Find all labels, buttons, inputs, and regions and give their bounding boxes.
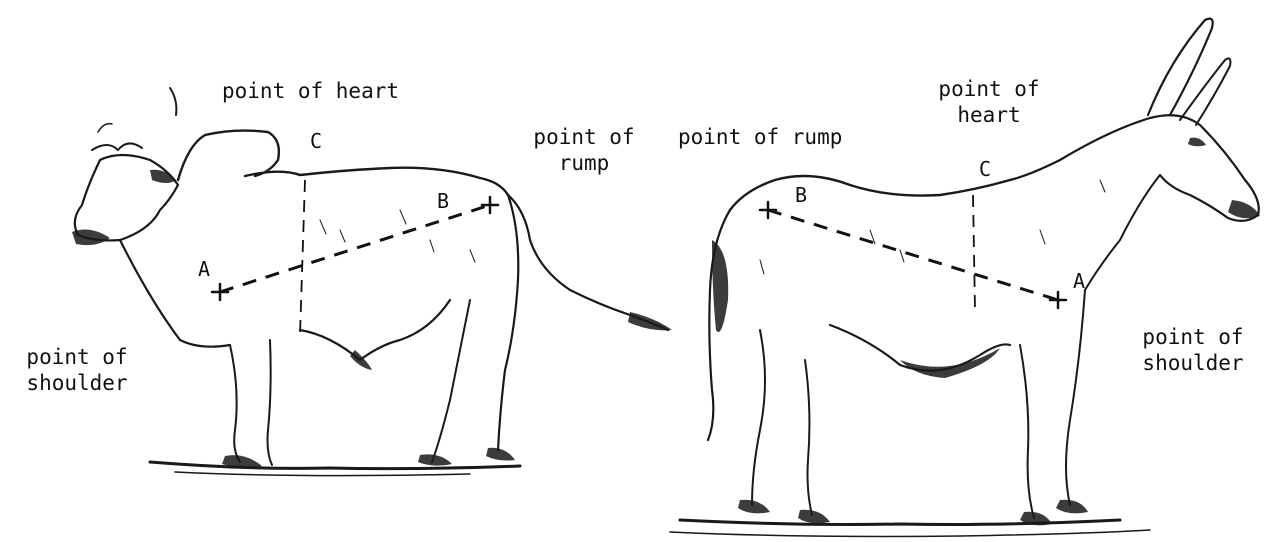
ox-front-leg-1 [230, 345, 240, 462]
ox-head [75, 155, 178, 240]
ox-label-point-of-shoulder-line2: shoulder [2, 370, 152, 396]
ox-hoof-3 [486, 448, 515, 461]
donkey-front-leg-2 [1066, 290, 1085, 505]
ox-hind-rear [498, 195, 518, 450]
donkey-hoof-2 [798, 510, 830, 524]
donkey-point-b-label: B [795, 184, 807, 206]
donkey-point-c-label: C [979, 158, 991, 180]
donkey-ear-2 [1180, 58, 1230, 125]
donkey-label-point-of-rump: point of rump [678, 124, 842, 150]
ox-horn-left [92, 143, 142, 150]
ox-point-c-label: C [310, 130, 322, 152]
donkey-label-point-of-shoulder-line2: shoulder [1118, 350, 1266, 376]
donkey-label-point-of-shoulder-line1: point of [1118, 324, 1266, 350]
ox-label-point-of-rump-line1: point of [520, 124, 648, 150]
ox-label-point-of-shoulder: point of shoulder [2, 344, 152, 396]
donkey-label-point-of-shoulder: point of shoulder [1118, 324, 1266, 376]
ox-line-c [300, 180, 305, 335]
ox-belly [300, 300, 450, 360]
ox-dewlap [120, 240, 230, 347]
ox-horn-tip [98, 124, 112, 132]
donkey-ear-1 [1148, 19, 1213, 115]
ox-hind-front [432, 300, 470, 462]
donkey-line-b-a [768, 210, 1058, 300]
donkey-muzzle-shade [1228, 200, 1260, 218]
donkey-hoof-1 [738, 500, 770, 514]
donkey-line-c [973, 195, 975, 310]
donkey-hind-leg-1 [752, 330, 765, 505]
ox-label-point-of-rump-line2: rump [520, 150, 648, 176]
ox-tail [508, 195, 668, 330]
ox-label-point-of-heart: point of heart [222, 78, 399, 104]
donkey-label-point-of-heart-line2: heart [925, 102, 1053, 128]
donkey-eye-shade [1188, 138, 1206, 147]
donkey-hoof-4 [1056, 500, 1088, 514]
ox-horn-right [170, 88, 176, 115]
donkey-belly [830, 325, 1010, 371]
donkey-ground [680, 520, 1120, 525]
ox-hoof-2 [418, 454, 452, 465]
ox-label-point-of-rump: point of rump [520, 124, 648, 176]
ox-ground-2 [175, 472, 470, 476]
ox-tail-tuft [628, 312, 672, 330]
ox-line-a-b [220, 205, 490, 292]
ox-back [245, 168, 508, 195]
ox-ground [150, 462, 520, 469]
donkey-front-leg-1 [1020, 345, 1034, 518]
donkey-label-point-of-heart: point of heart [925, 76, 1053, 128]
ox-point-b-label: B [437, 190, 449, 212]
ox-point-a-label: A [198, 258, 210, 280]
donkey-hind-leg-2 [805, 360, 812, 515]
donkey-tail-shade [712, 240, 728, 332]
ox-label-point-of-shoulder-line1: point of [2, 344, 152, 370]
donkey-neck-bottom [1085, 175, 1160, 290]
donkey-ground-2 [670, 530, 1150, 537]
donkey-label-point-of-heart-line1: point of [925, 76, 1053, 102]
donkey-back [730, 176, 1010, 210]
ox-muzzle-shade [72, 230, 110, 246]
ox-eye-shade [150, 170, 176, 183]
donkey-point-a-label: A [1073, 270, 1085, 292]
ox-front-leg-2 [268, 340, 273, 465]
